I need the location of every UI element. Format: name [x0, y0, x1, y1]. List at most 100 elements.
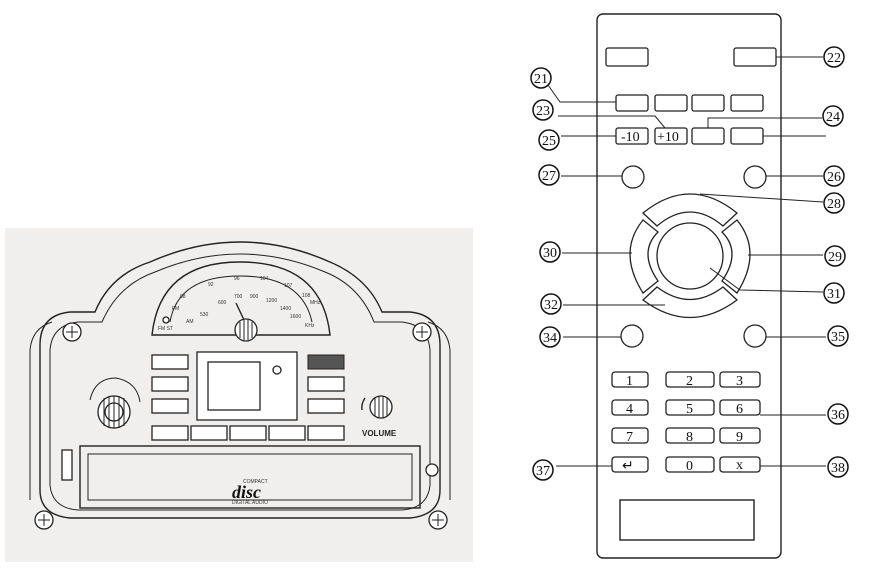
- tuning-scale-arc: [169, 275, 313, 323]
- unit-outer-body: [39, 241, 441, 519]
- unit-button[interactable]: [268, 425, 306, 441]
- tone-knob[interactable]: [89, 377, 141, 429]
- fm-tick-label: 107: [284, 283, 293, 289]
- disc-logo: disc: [232, 482, 261, 502]
- unit-button[interactable]: [229, 425, 267, 441]
- remote-round-button-26[interactable]: [743, 165, 767, 189]
- clear-key[interactable]: [719, 456, 761, 473]
- numpad-key-label: 6: [736, 402, 743, 417]
- numpad-key[interactable]: [719, 371, 761, 388]
- callout-marker: [530, 67, 552, 89]
- lcd-display: [207, 361, 261, 411]
- nav-right-button[interactable]: [721, 219, 751, 294]
- numpad-key-label: 4: [626, 402, 633, 417]
- unit-button[interactable]: [151, 354, 189, 370]
- remote-button-21[interactable]: [615, 94, 649, 112]
- callout-marker: [538, 129, 560, 151]
- callout-number: 34: [543, 331, 557, 346]
- numpad-key[interactable]: [665, 456, 715, 473]
- cd-slot[interactable]: [87, 453, 413, 501]
- headphone-jack-icon: [425, 463, 439, 477]
- unit-button[interactable]: [307, 398, 345, 414]
- fm-scale-labels: 88 92 96 104 107 108 MHz: [180, 276, 321, 306]
- volume-label: VOLUME: [362, 429, 397, 438]
- callout-number: 30: [543, 246, 557, 261]
- am-tick-label: 900: [250, 294, 259, 300]
- numpad-key[interactable]: [719, 427, 761, 444]
- numpad-key[interactable]: [611, 371, 649, 388]
- callout-marker: [540, 293, 562, 315]
- numpad-key-label: 1: [626, 374, 633, 389]
- unit-button[interactable]: [190, 425, 228, 441]
- remote-round-button-34[interactable]: [620, 324, 644, 348]
- numpad-key[interactable]: [665, 427, 715, 444]
- callout-marker: [823, 282, 845, 304]
- remote-button-24[interactable]: [691, 127, 725, 145]
- remote-round-button-27[interactable]: [621, 165, 645, 189]
- callout-marker: [539, 326, 561, 348]
- callout-number: 35: [831, 330, 845, 345]
- callout-marker: [827, 325, 849, 347]
- remote-button[interactable]: [691, 94, 725, 112]
- numpad-key[interactable]: [611, 399, 649, 416]
- remote-button[interactable]: [730, 94, 764, 112]
- callout-marker: [823, 165, 845, 187]
- remote-top-left-button[interactable]: [605, 47, 649, 67]
- callout-number: 28: [827, 197, 841, 212]
- callout-marker: [823, 46, 845, 68]
- callout-number: 24: [826, 110, 840, 125]
- volume-knob[interactable]: [361, 395, 393, 419]
- am-band-label: AM: [186, 319, 194, 325]
- unit-button[interactable]: [151, 398, 189, 414]
- callout-number: 27: [542, 169, 556, 184]
- numpad-key-label: 2: [686, 374, 693, 389]
- eject-button[interactable]: [61, 449, 73, 481]
- unit-button[interactable]: [307, 425, 345, 441]
- callout-number: 32: [544, 298, 558, 313]
- callout-marker: [827, 456, 849, 478]
- numpad-key-label: 5: [686, 402, 693, 417]
- plus10-label: +10: [657, 130, 679, 145]
- callout-number: 29: [828, 250, 842, 265]
- tuning-knob[interactable]: [234, 318, 258, 342]
- am-tick-label: 530: [200, 312, 209, 318]
- nav-up-button[interactable]: [642, 193, 738, 227]
- callout-marker: [532, 459, 554, 481]
- unit-button[interactable]: [307, 354, 345, 370]
- fm-stereo-label: FM ST: [158, 326, 173, 332]
- numpad-key[interactable]: [665, 371, 715, 388]
- screw-icon: [412, 322, 432, 342]
- unit-button[interactable]: [151, 425, 189, 441]
- unit-button[interactable]: [151, 376, 189, 392]
- numpad-key-label: 3: [736, 374, 743, 389]
- unit-side-rails: [29, 321, 451, 500]
- fm-band-label: FM: [172, 306, 179, 312]
- unit-button[interactable]: [307, 376, 345, 392]
- callout-number: 23: [536, 104, 550, 119]
- plus10-button[interactable]: [654, 127, 688, 145]
- remote-round-button-35[interactable]: [743, 324, 767, 348]
- nav-center-button[interactable]: [656, 222, 724, 290]
- remote-button[interactable]: [654, 94, 688, 112]
- nav-left-button[interactable]: [629, 219, 659, 294]
- numpad-key-label: 8: [686, 430, 693, 445]
- fm-stereo-led-icon: [162, 316, 170, 324]
- screw-icon: [62, 322, 82, 342]
- ir-sensor-icon: [272, 365, 282, 375]
- am-scale-labels: 530 600 700 900 1200 1400 1600 KHz: [200, 294, 315, 329]
- callout-number: 38: [831, 461, 845, 476]
- numpad-key[interactable]: [611, 427, 649, 444]
- remote-top-right-button[interactable]: [733, 47, 777, 67]
- minus10-label: -10: [621, 130, 640, 145]
- numpad-key[interactable]: [665, 399, 715, 416]
- disc-logo-top: COMPACT: [243, 479, 268, 485]
- nav-down-button[interactable]: [641, 286, 739, 319]
- remote-button[interactable]: [730, 127, 764, 145]
- callout-marker: [822, 105, 844, 127]
- radio-cd-unit: 88 92 96 104 107 108 MHz 530 600 700 900…: [5, 228, 473, 562]
- am-tick-label: 1600: [290, 314, 301, 320]
- numpad-key[interactable]: [719, 399, 761, 416]
- screw-icon: [34, 510, 54, 530]
- enter-key[interactable]: [611, 456, 649, 473]
